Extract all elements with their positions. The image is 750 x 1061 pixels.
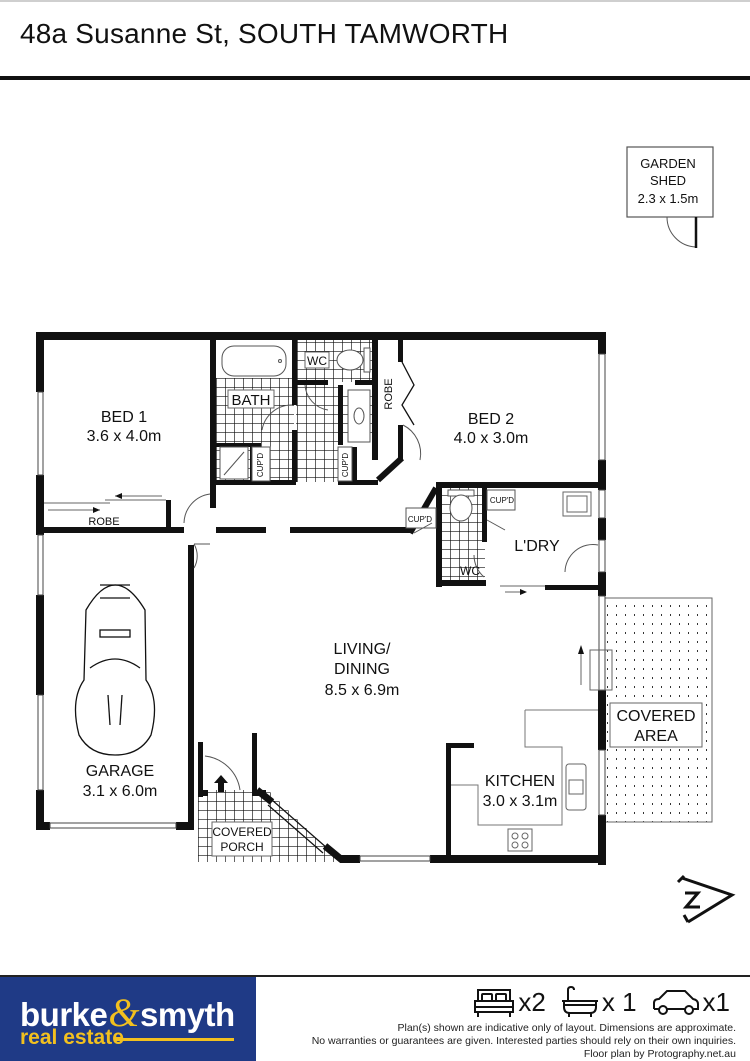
feature-carspaces: x1 <box>651 985 730 1019</box>
cooktop <box>507 828 533 852</box>
feature-bathrooms: x 1 <box>560 985 637 1019</box>
robe-sliding-door <box>44 495 166 511</box>
floor-plan: GARDEN SHED 2.3 x 1.5m COVERED AREA <box>36 146 736 924</box>
title-divider <box>0 76 750 80</box>
wc-mid-label: WC <box>460 564 480 578</box>
porch-window <box>267 799 328 854</box>
agency-logo: burke&smyth real estate <box>0 977 256 1061</box>
toilet <box>336 347 371 373</box>
logo-wordmark: burke&smyth <box>20 990 235 1035</box>
svg-text:PORCH: PORCH <box>220 840 263 854</box>
property-features: x2 x 1 x1 <box>472 983 730 1021</box>
north-compass-icon <box>676 874 736 924</box>
entry-arrow-icon <box>214 775 228 792</box>
shower <box>219 446 249 480</box>
bed-icon <box>474 989 515 1017</box>
kitchen-bench <box>451 709 598 826</box>
logo-underline <box>116 1038 234 1041</box>
svg-text:AREA: AREA <box>634 728 678 745</box>
kitchen-size: 3.0 x 3.1m <box>483 793 558 810</box>
garage-label: GARAGE <box>86 763 154 780</box>
walls <box>36 332 606 865</box>
living-size: 8.5 x 6.9m <box>325 682 400 699</box>
wc-top-label: WC <box>307 354 327 368</box>
garden-shed: GARDEN SHED 2.3 x 1.5m <box>626 146 714 248</box>
cupd-label: CUP'D <box>256 453 265 477</box>
basin <box>347 389 371 443</box>
bath-label: BATH <box>232 392 271 409</box>
robe-bed1-label: ROBE <box>88 516 119 528</box>
logo-tagline: real estate <box>20 1026 124 1049</box>
garden-shed-label: GARDEN <box>640 156 696 171</box>
covered-area: COVERED AREA <box>599 597 713 823</box>
bed2-size: 4.0 x 3.0m <box>454 430 529 447</box>
svg-text:DINING: DINING <box>334 661 390 678</box>
svg-text:SHED: SHED <box>650 173 686 188</box>
robe-bed2-label: ROBE <box>383 378 395 409</box>
bed1-label: BED 1 <box>101 409 147 426</box>
bed1-size: 3.6 x 4.0m <box>87 428 162 445</box>
feature-bedrooms: x2 <box>472 985 546 1019</box>
laundry-label: L'DRY <box>514 538 560 555</box>
bathtub <box>221 345 287 377</box>
bath-icon <box>561 985 598 1017</box>
car-icon <box>652 990 699 1015</box>
doors <box>183 384 599 791</box>
covered-porch-label: COVERED <box>212 825 272 839</box>
top-border <box>0 0 750 2</box>
garden-shed-size: 2.3 x 1.5m <box>638 191 699 206</box>
cupd-label: CUP'D <box>341 453 350 477</box>
bed2-label: BED 2 <box>468 411 514 428</box>
toilet-mid <box>447 489 475 522</box>
cupd-label: CUP'D <box>408 515 432 524</box>
garage-size: 3.1 x 6.0m <box>83 783 158 800</box>
windows <box>37 353 606 862</box>
page-title: 48a Susanne St, SOUTH TAMWORTH <box>20 18 509 49</box>
laundry-tub <box>562 491 592 517</box>
disclaimer: Plan(s) shown are indicative only of lay… <box>311 1022 736 1060</box>
svg-text:COVERED: COVERED <box>616 708 695 725</box>
living-label: LIVING/ <box>334 641 391 658</box>
hall-tiles <box>296 382 338 482</box>
kitchen-sink <box>565 763 587 811</box>
footer-divider <box>0 975 750 977</box>
kitchen-label: KITCHEN <box>485 773 555 790</box>
cupd-label: CUP'D <box>490 496 514 505</box>
car-drawing <box>74 584 156 756</box>
